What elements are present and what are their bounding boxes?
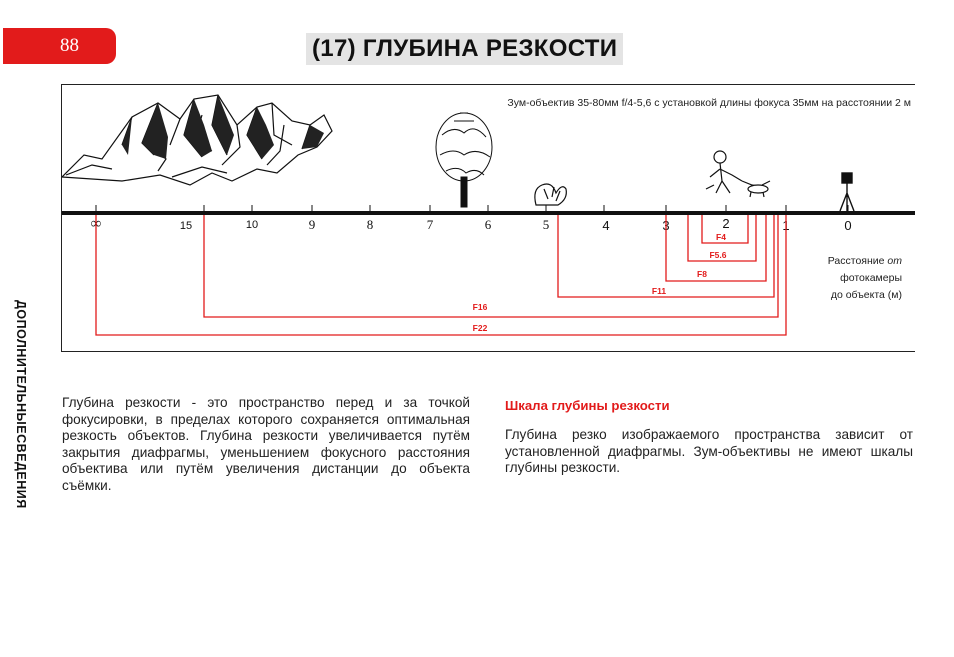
scale-label-8: 8 xyxy=(367,217,374,232)
bracket-f16 xyxy=(203,215,779,318)
scale-label-7: 7 xyxy=(427,217,434,232)
page-number: 88 xyxy=(60,35,79,56)
aperture-label-f8: F8 xyxy=(697,269,707,279)
distance-caption: Расстояние от фотокамеры до объекта (м) xyxy=(802,253,902,304)
scale-label-2: 2 xyxy=(722,216,729,231)
bracket-f56 xyxy=(687,215,757,262)
tree-drawing xyxy=(435,112,493,208)
scale-label-10: 10 xyxy=(246,219,258,231)
scale-label-5: 5 xyxy=(543,217,550,232)
bracket-f8 xyxy=(665,215,767,282)
distance-caption-line1: Расстояние xyxy=(827,255,885,267)
scale-paragraph: Глубина резко изображаемого пространства… xyxy=(505,427,913,475)
page-number-tab: 88 xyxy=(0,28,116,64)
depth-of-field-brackets xyxy=(95,215,787,336)
figure-drawing xyxy=(534,183,567,206)
distance-caption-italic: от xyxy=(887,255,902,267)
scale-label-0: 0 xyxy=(844,218,851,233)
aperture-label-f11: F11 xyxy=(652,286,666,296)
bracket-f11 xyxy=(557,215,775,298)
definition-paragraph: Глубина резкости - это пространство пере… xyxy=(62,395,470,493)
aperture-label-f22: F22 xyxy=(473,323,488,333)
person-with-dog-drawing xyxy=(705,150,771,198)
scale-heading: Шкала глубины резкости xyxy=(505,398,670,413)
aperture-label-f56: F5.6 xyxy=(709,250,726,260)
scale-label-15: 15 xyxy=(180,220,192,232)
aperture-label-f16: F16 xyxy=(473,302,488,312)
mountain-shading xyxy=(122,95,324,159)
distance-caption-line2: фотокамеры xyxy=(840,272,902,284)
page-title: (17) ГЛУБИНА РЕЗКОСТИ xyxy=(306,33,624,65)
section-side-label: ДОПОЛНИТЕЛЬНЫЕСВЕДЕНИЯ xyxy=(14,300,28,509)
camera-tripod-drawing xyxy=(839,172,855,212)
depth-of-field-illustration: ∞ 15 10 9 8 7 6 5 4 3 2 1 0 F4 F5.6 F8 xyxy=(61,84,915,352)
scale-label-9: 9 xyxy=(309,217,316,232)
scale-label-6: 6 xyxy=(485,217,492,232)
bracket-f4 xyxy=(701,215,749,244)
lens-caption: Зум-объектив 35-80мм f/4-5,6 с установко… xyxy=(507,97,911,109)
bracket-f22 xyxy=(95,215,787,336)
distance-scale-bar xyxy=(62,211,915,215)
illustration-drawing: ∞ 15 10 9 8 7 6 5 4 3 2 1 0 F4 F5.6 F8 xyxy=(62,94,915,336)
aperture-label-f4: F4 xyxy=(716,232,726,242)
scale-label-4: 4 xyxy=(602,218,609,233)
distance-caption-line3: до объекта (м) xyxy=(830,289,902,301)
scale-ticks xyxy=(95,205,849,211)
